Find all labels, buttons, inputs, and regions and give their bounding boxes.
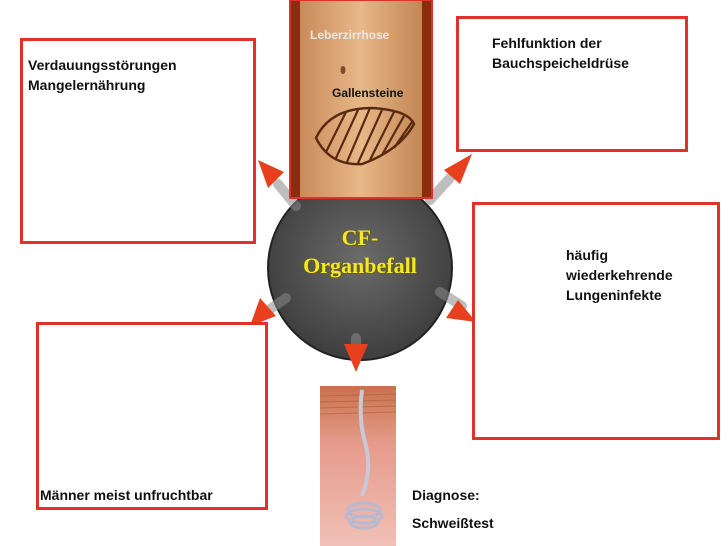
panel-pancreas [456,16,688,152]
lungs-label-3: Lungeninfekte [566,287,662,303]
center-title-line1: CF- [341,225,379,250]
panel-reproductive [36,322,268,510]
center-title-line2: Organbefall [303,253,417,278]
lungs-label-1: häufig [566,247,608,263]
gall-label: Gallensteine [332,86,404,100]
panel-lungs [472,202,720,440]
skin-label-1: Diagnose: [412,487,480,503]
abdomen-photo [289,0,433,199]
arrows [250,154,476,372]
reproductive-label: Männer meist unfruchtbar [40,487,213,503]
panel-digestion [20,38,256,244]
lungs-label-2: wiederkehrende [566,267,673,283]
pancreas-label-1: Fehlfunktion der [492,35,602,51]
center-title: CF- Organbefall [280,224,440,280]
digestion-label-1: Verdauungsstörungen [28,57,177,73]
liver-label: Leberzirrhose [310,28,390,42]
skin-label-2: Schweißtest [412,515,494,531]
digestion-label-2: Mangelernährung [28,77,146,93]
pancreas-label-2: Bauchspeicheldrüse [492,55,629,71]
skin-illustration [319,386,397,546]
